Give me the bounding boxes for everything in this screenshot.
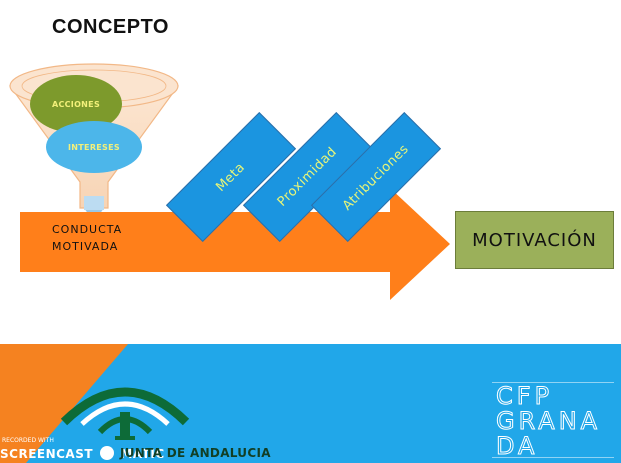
screencast-suffix: MATIC [120, 447, 165, 461]
acciones-label: ACCIONES [51, 99, 101, 109]
svg-text:DA: DA [496, 432, 538, 458]
svg-text:CFP: CFP [496, 382, 553, 410]
intereses-circle: INTERESES [46, 121, 142, 173]
tag-meta-label: Meta [213, 159, 249, 195]
recorded-with-label: RECORDED WITH [2, 437, 54, 444]
arrow-label-line1: CONDUCTA [52, 223, 123, 236]
footer-band [0, 344, 621, 463]
arrow-label: CONDUCTA MOTIVADA [52, 221, 172, 255]
junta-logo-text: JUNTA DE ANDALUCIA [120, 446, 271, 460]
slide-title: CONCEPTO [52, 16, 169, 38]
cfp-granada-logo: CFP GRANA DA [492, 382, 614, 458]
svg-text:GRANA: GRANA [496, 407, 601, 435]
screencast-record-icon [99, 446, 114, 460]
screencast-brand: SCREENCAST [0, 447, 94, 461]
motivacion-box: MOTIVACIÓN [455, 211, 614, 269]
arrow-label-line2: MOTIVADA [52, 240, 119, 253]
intereses-label: INTERESES [68, 142, 120, 152]
screencast-watermark: SCREENCAST MATIC [0, 446, 165, 461]
